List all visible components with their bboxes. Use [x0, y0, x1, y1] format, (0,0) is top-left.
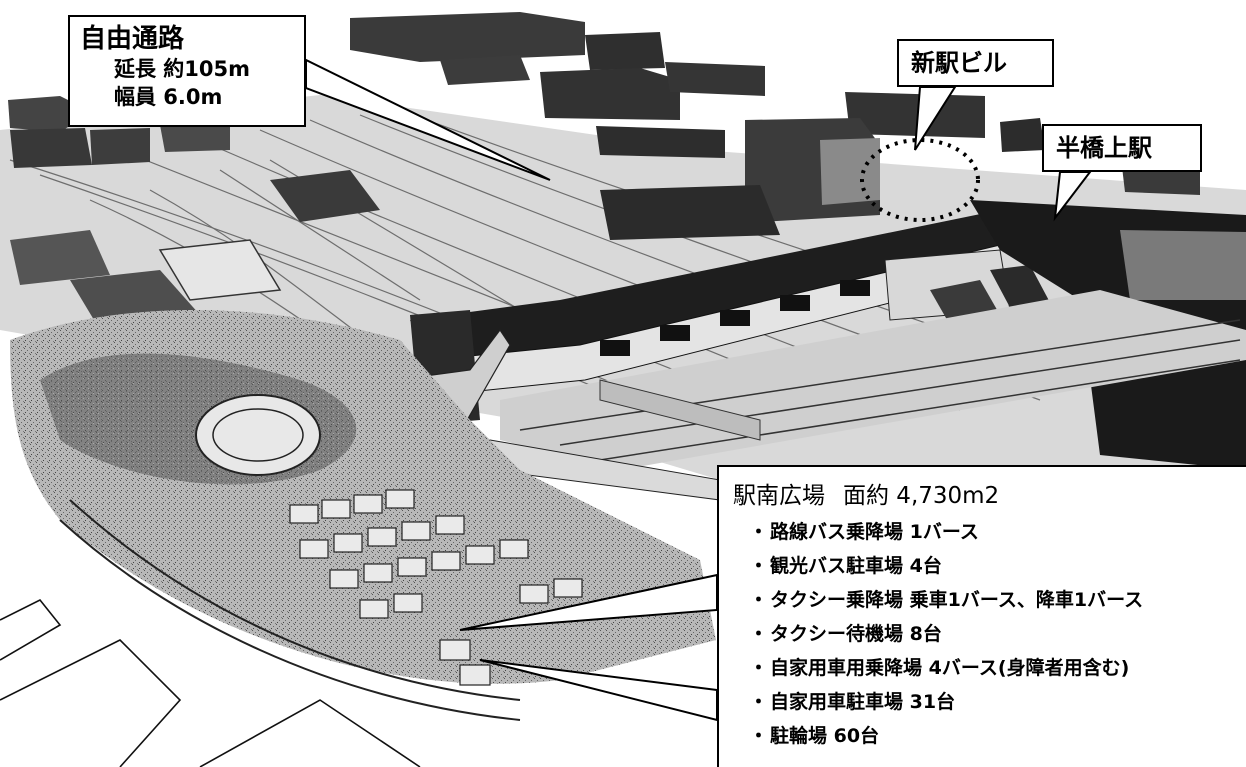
south-plaza-area: 面約 4,730m2: [843, 483, 1000, 509]
new-station-building: [600, 118, 980, 240]
facility-item: ・タクシー待機場 8台: [749, 623, 942, 645]
facility-item: ・自家用車用乗降場 4バース(身障者用含む): [749, 657, 1130, 679]
facility-item-text: 駐輪場 60台: [770, 725, 880, 747]
hanbashi-station-callout: 半橋上駅: [1042, 124, 1202, 172]
callout-leaders: [305, 58, 1093, 722]
platforms: [489, 290, 1246, 501]
free-passage-callout: 自由通路 延長 約105m 幅員 6.0m: [68, 15, 306, 127]
south-plaza: [10, 310, 716, 721]
facility-item: ・自家用車駐車場 31台: [749, 691, 956, 713]
facility-item-text: 路線バス乗降場 1バース: [770, 521, 979, 543]
south-plaza-callout: 駅南広場面約 4,730m2 ・路線バス乗降場 1バース ・観光バス駐車場 4台…: [717, 465, 1246, 767]
facility-item: ・観光バス駐車場 4台: [749, 555, 942, 577]
south-plaza-title: 駅南広場: [733, 483, 825, 509]
street-outlines: [0, 598, 421, 767]
facility-item-text: タクシー待機場 8台: [770, 623, 942, 645]
facility-item-text: 観光バス駐車場 4台: [770, 555, 942, 577]
facility-item: ・路線バス乗降場 1バース: [749, 521, 979, 543]
facility-item-text: タクシー乗降場 乗車1バース、降車1バース: [770, 589, 1144, 611]
new-station-building-label: 新駅ビル: [911, 49, 1007, 77]
facility-item: ・タクシー乗降場 乗車1バース、降車1バース: [749, 589, 1144, 611]
new-station-building-callout: 新駅ビル: [897, 39, 1054, 87]
background-buildings: [8, 12, 1200, 330]
free-passage-width: 幅員 6.0m: [114, 85, 223, 109]
south-plaza-facility-list: ・路線バス乗降場 1バース ・観光バス駐車場 4台 ・タクシー乗降場 乗車1バー…: [733, 515, 1232, 753]
facility-item-text: 自家用車用乗降場 4バース(身障者用含む): [770, 657, 1130, 679]
facility-item-text: 自家用車駐車場 31台: [770, 691, 956, 713]
south-plaza-heading: 駅南広場面約 4,730m2: [733, 479, 1232, 513]
free-passage-title: 自由通路: [80, 24, 185, 54]
free-passage-length: 延長 約105m: [114, 57, 251, 81]
facility-item: ・駐輪場 60台: [749, 725, 880, 747]
hanbashi-station-label: 半橋上駅: [1056, 134, 1152, 162]
